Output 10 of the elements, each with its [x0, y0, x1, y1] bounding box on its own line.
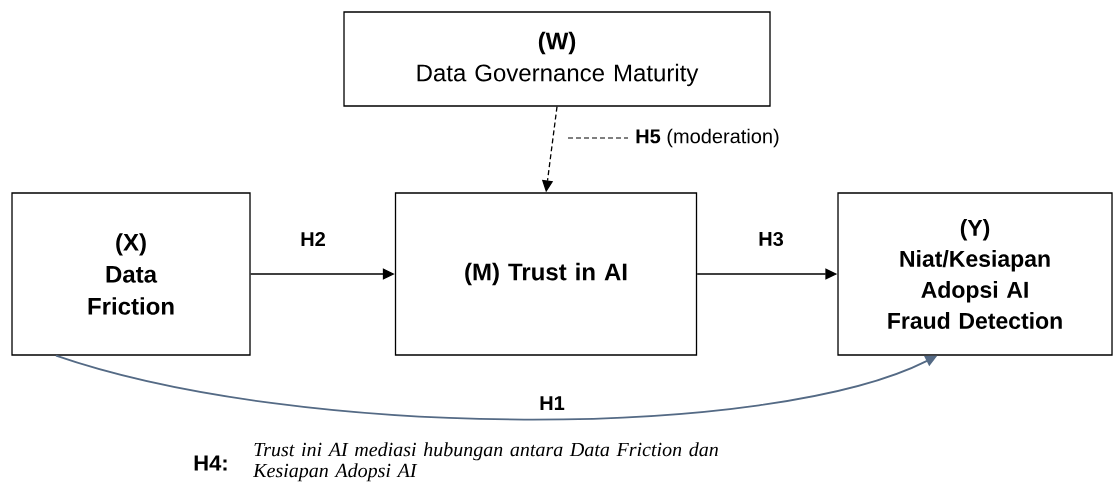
- concept-box: (W) Data Governance Maturity: [343, 11, 771, 107]
- edge-label: H5 (moderation): [636, 128, 779, 148]
- concept-box: (X) Data Friction: [11, 192, 251, 356]
- hypothesis-label: H4:: [194, 455, 227, 471]
- concept-box: (Y) Niat/Kesiapan Adopsi AI Fraud Detection: [837, 192, 1113, 356]
- edge-label: H2: [301, 232, 325, 246]
- concept-box: (M) Trust in AI: [394, 192, 698, 356]
- edge-label: H3: [759, 231, 784, 247]
- edge-label: H1: [540, 396, 565, 410]
- hypothesis-note: Trust ini AI mediasi hubungan antara Data Friction dan Kesiapan Adopsi AI: [252, 442, 718, 482]
